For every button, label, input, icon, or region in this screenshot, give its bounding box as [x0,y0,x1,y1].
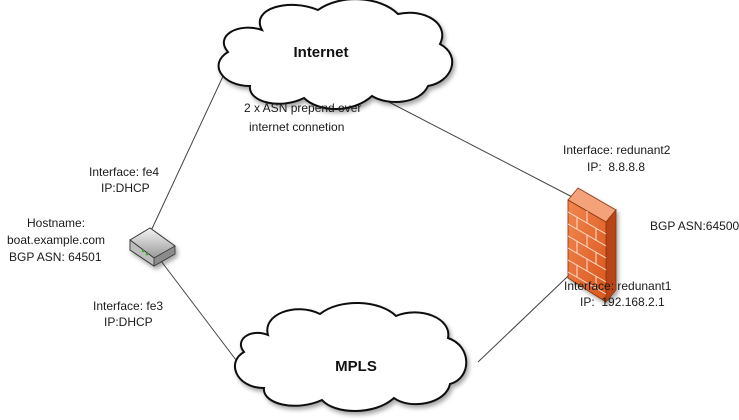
internet-note-line2: internet connetion [249,120,344,134]
mpls-cloud [233,302,468,412]
firewall-icon [567,187,617,304]
firewall-redundant1-interface: Interface: redunant1 [564,279,672,293]
internet-note-line1: 2 x ASN prepend over [244,101,361,115]
firewall-redundant2-interface: Interface: redunant2 [563,143,671,157]
firewall-asn: BGP ASN:64500 [650,219,739,233]
link-internet-firewall [384,99,579,201]
mpls-label: MPLS [335,358,377,375]
link-router-mpls [157,256,237,361]
router-hostname-label: Hostname: [27,216,85,230]
router-asn: BGP ASN: 64501 [9,250,102,264]
router-fe3-ip: IP:DHCP [104,315,153,329]
router-fe4-ip: IP:DHCP [101,181,150,195]
firewall-redundant1-ip: IP: 192.168.2.1 [580,295,665,309]
internet-label: Internet [293,44,348,61]
firewall-redundant2-ip: IP: 8.8.8.8 [587,160,645,174]
router-hostname: boat.example.com [7,233,105,247]
link-router-internet [149,56,233,234]
router-icon [129,227,176,267]
router-fe3-interface: Interface: fe3 [93,299,163,313]
router-fe4-interface: Interface: fe4 [89,165,159,179]
internet-cloud [217,0,453,110]
